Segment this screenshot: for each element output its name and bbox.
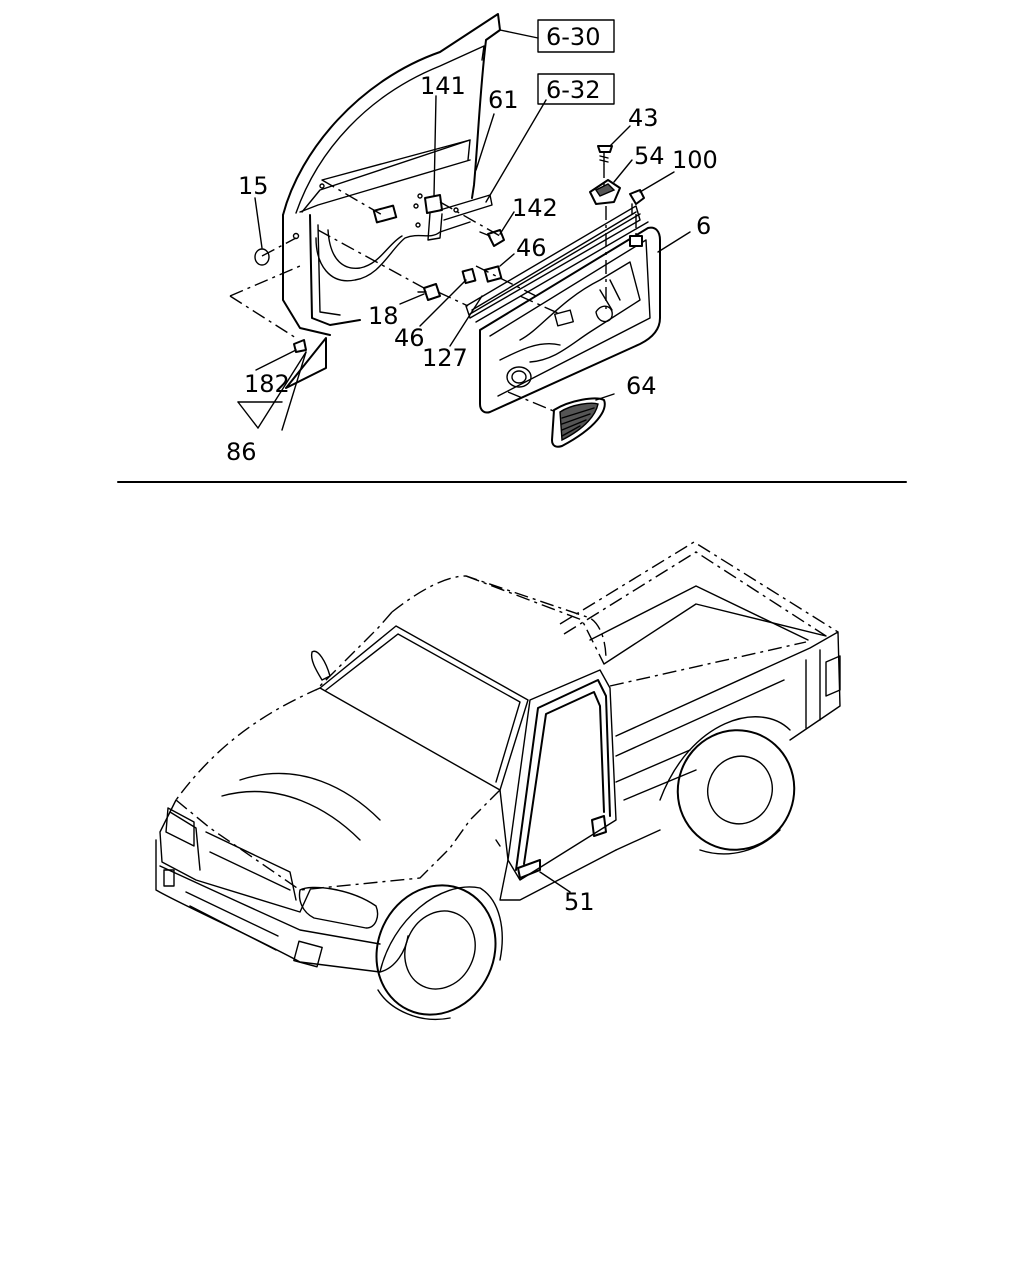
callout-61: 61 (488, 86, 519, 114)
cab-roof (391, 575, 607, 661)
door-trim-panel (465, 205, 661, 414)
screw-part-43 (597, 145, 613, 165)
door-exploded-view: 6-30 6-32 141 61 43 54 100 15 142 46 6 1… (226, 13, 718, 466)
pickup-truck-view: 51 (155, 541, 841, 1021)
rear-wheel (659, 716, 796, 855)
front-grille (159, 799, 311, 913)
callout-86: 86 (226, 438, 257, 466)
ref-6-32-label: 6-32 (546, 76, 600, 104)
callout-141: 141 (420, 72, 466, 100)
side-mirror (310, 650, 331, 681)
callout-64: 64 (626, 372, 657, 400)
windshield (319, 625, 529, 791)
callout-18: 18 (368, 302, 399, 330)
truck-bed (559, 541, 841, 801)
callout-6: 6 (696, 212, 711, 240)
plug-part-15 (254, 248, 270, 266)
assembly-lines (229, 164, 637, 413)
headlight-left (165, 807, 195, 847)
bezel-part-54 (589, 179, 621, 205)
callout-46-lower: 46 (394, 324, 425, 352)
callout-142: 142 (512, 194, 558, 222)
ref-box-6-30 (537, 19, 615, 53)
callout-127: 127 (422, 344, 468, 372)
callout-100: 100 (672, 146, 718, 174)
ref-box-6-32 (537, 73, 615, 105)
callout-182: 182 (244, 370, 290, 398)
front-bumper (155, 839, 409, 973)
callout-43: 43 (628, 104, 659, 132)
callout-51: 51 (564, 888, 595, 916)
ref-6-30-label: 6-30 (546, 23, 600, 51)
leader-lines (237, 29, 691, 431)
front-wheel (375, 884, 503, 1021)
headlight-right (298, 886, 379, 929)
speaker-grille-part-64 (551, 397, 606, 448)
clip-part-18 (417, 283, 441, 301)
callout-15: 15 (238, 172, 269, 200)
callout-46-upper: 46 (516, 234, 547, 262)
door-opening (507, 669, 617, 881)
corner-piece-part-86 (285, 337, 327, 389)
clip-part-100 (629, 189, 645, 215)
hood (175, 687, 321, 801)
leader-51 (539, 871, 571, 893)
door-frame (282, 13, 501, 336)
pad-part-46-upper (483, 265, 503, 283)
door-handle-assembly (413, 194, 493, 241)
callout-54: 54 (634, 142, 665, 170)
